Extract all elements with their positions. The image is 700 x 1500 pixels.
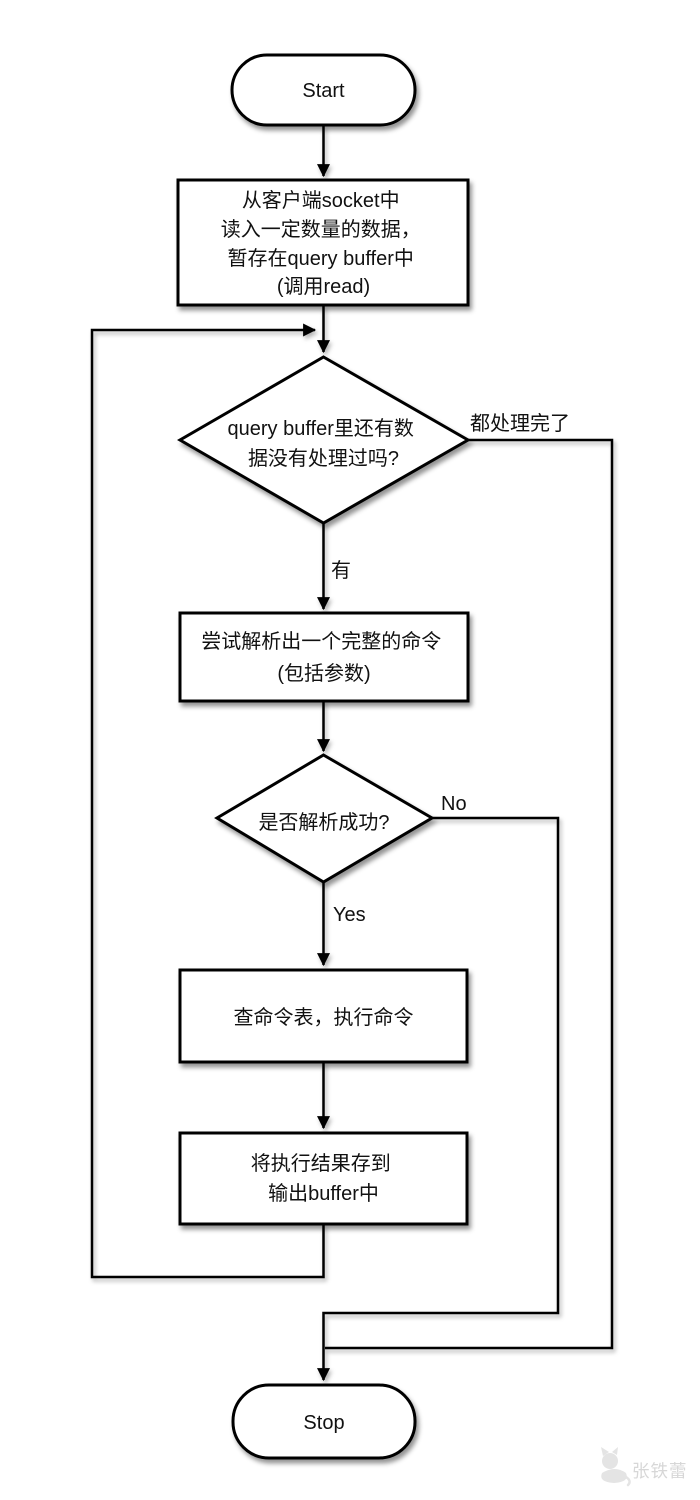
has-data-edge-label: 有 xyxy=(331,559,351,582)
query-buffer-decision-node xyxy=(177,355,472,525)
parse-success-decision-label: 是否解析成功? xyxy=(258,811,389,834)
read-socket-node xyxy=(176,178,470,307)
cat-logo-icon xyxy=(601,1447,631,1487)
parse-success-decision-node xyxy=(214,753,435,884)
query-buffer-decision-label: query buffer里还有数 据没有处理过吗? xyxy=(228,417,420,470)
edge-loop-back xyxy=(90,323,325,1279)
edges-layer xyxy=(90,125,614,1382)
all-processed-edge-label: 都处理完了 xyxy=(470,412,570,435)
start-node xyxy=(230,53,417,127)
parse-command-label: 尝试解析出一个完整的命令 (包括参数) xyxy=(201,630,447,685)
store-result-node xyxy=(178,1131,469,1226)
watermark: 张铁蕾 xyxy=(601,1447,688,1487)
store-result-label: 将执行结果存到 输出buffer中 xyxy=(251,1152,397,1205)
no-edge-label: No xyxy=(441,793,467,815)
read-socket-label: 从客户端socket中 读入一定数量的数据， 暂存在query buffer中 … xyxy=(221,189,427,298)
execute-command-node xyxy=(178,968,469,1064)
edge-no-to-stop xyxy=(317,816,560,1382)
stop-label: Stop xyxy=(303,1412,344,1434)
parse-command-node xyxy=(178,611,470,703)
yes-edge-label: Yes xyxy=(333,904,366,926)
execute-command-label: 查命令表，执行命令 xyxy=(234,1006,414,1029)
watermark-author-text: 张铁蕾 xyxy=(632,1461,688,1481)
edge-all-processed-to-stop xyxy=(325,438,614,1350)
edge-labels-layer: 都处理完了 有 No Yes xyxy=(331,412,570,926)
stop-node xyxy=(231,1383,417,1460)
start-label: Start xyxy=(302,80,345,102)
nodes-layer: Start 从客户端socket中 读入一定数量的数据， 暂存在query bu… xyxy=(176,53,472,1460)
